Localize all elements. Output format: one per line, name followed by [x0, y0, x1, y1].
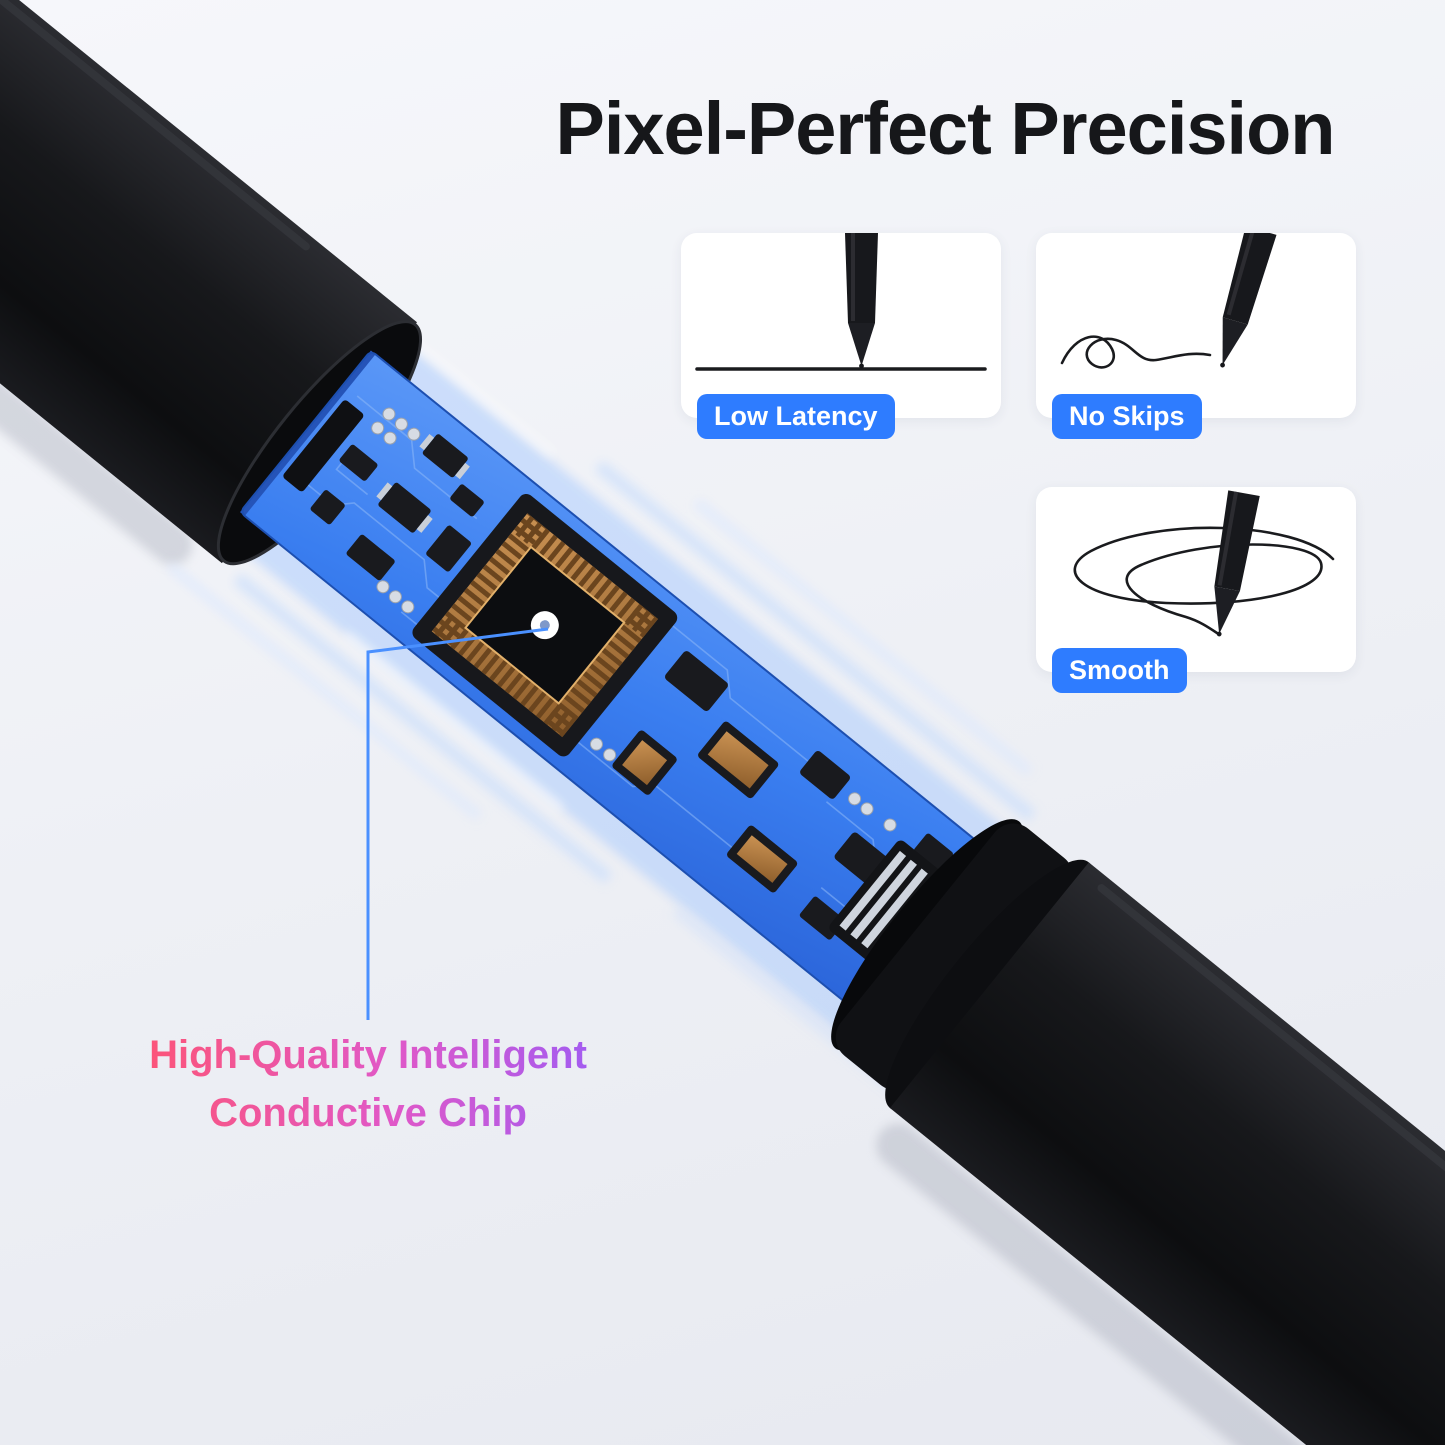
conductive-chip	[412, 494, 678, 757]
pen-lower-body	[831, 819, 1445, 1445]
pen-smooth-curves-icon	[1073, 490, 1335, 637]
feature-card-no-skips: No Skips	[1036, 233, 1356, 439]
callout-label-line1: High-Quality Intelligent	[118, 1026, 618, 1084]
page-title: Pixel-Perfect Precision	[555, 87, 1335, 170]
pcb-components-left	[283, 400, 484, 614]
callout-line	[366, 627, 549, 1020]
motion-glow-streaks	[167, 315, 1035, 1120]
pen-scribble-icon	[1060, 233, 1277, 369]
callout-label-line2: Conductive Chip	[118, 1084, 618, 1142]
feature-card-smooth: Smooth	[1036, 487, 1356, 693]
feature-badge-low-latency: Low Latency	[697, 394, 895, 439]
feature-card-low-latency: Low Latency	[681, 233, 1001, 439]
callout-label: High-Quality Intelligent Conductive Chip	[118, 1026, 618, 1142]
feature-badge-no-skips: No Skips	[1052, 394, 1202, 439]
pen-drawing-line-icon	[695, 233, 987, 371]
feature-badge-smooth: Smooth	[1052, 648, 1187, 693]
